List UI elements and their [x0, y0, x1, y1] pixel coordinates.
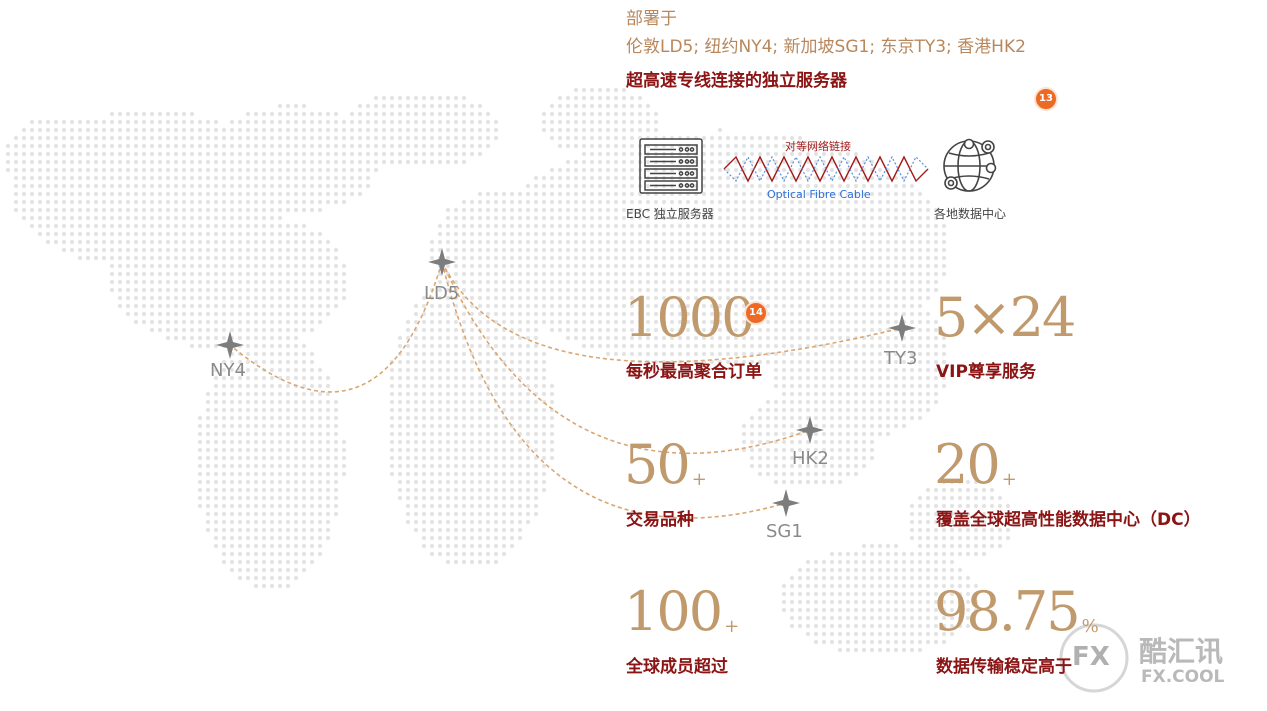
stat-members-label: 全球成员超过 [626, 657, 728, 677]
link-top-label: 对等网络链接 [785, 140, 851, 153]
stat-stability-value: 98.75% [934, 580, 1099, 643]
city-label-ld5: LD5 [424, 283, 460, 304]
badge-14[interactable]: 14 [744, 301, 768, 325]
deploy-subtitle: 超高速专线连接的独立服务器 [626, 71, 847, 91]
stat-dc-value: 20+ [934, 433, 1017, 496]
star-hk2-icon [796, 416, 824, 444]
deploy-heading: 部署于 [626, 9, 677, 29]
watermark-en: FX.COOL [1141, 667, 1225, 687]
city-label-ny4: NY4 [210, 360, 246, 381]
stat-vip-value: 5×24 [934, 286, 1076, 349]
deploy-locations: 伦敦LD5; 纽约NY4; 新加坡SG1; 东京TY3; 香港HK2 [626, 37, 1026, 57]
stat-dc-label: 覆盖全球超高性能数据中心（DC） [936, 510, 1201, 530]
star-ld5-icon [428, 248, 456, 276]
star-sg1-icon [772, 489, 800, 517]
city-label-ty3: TY3 [884, 348, 918, 369]
globe-network-icon [943, 138, 997, 192]
stat-orders-label: 每秒最高聚合订单 [626, 362, 762, 382]
route-ld5-ny4 [229, 261, 443, 393]
star-ny4-icon [216, 331, 244, 359]
route-lines [229, 261, 903, 519]
stat-members-value: 100+ [624, 580, 740, 643]
stat-stability-label: 数据传输稳定高于 [936, 657, 1072, 677]
link-bottom-label: Optical Fibre Cable [767, 188, 871, 201]
watermark-logo [1059, 623, 1129, 693]
route-ld5-ty3 [441, 261, 903, 363]
map-dots [5, 87, 1011, 653]
watermark-fx: FX [1072, 642, 1110, 672]
stat-products-value: 50+ [624, 433, 707, 496]
route-ld5-sg1 [441, 261, 787, 519]
datacenter-label: 各地数据中心 [934, 207, 1007, 221]
stat-vip-label: VIP尊享服务 [936, 362, 1036, 382]
watermark-cn: 酷汇讯 [1139, 635, 1224, 668]
fibre-link-wave [723, 155, 929, 183]
city-label-hk2: HK2 [792, 448, 829, 469]
stat-orders-value: 1000 [624, 286, 755, 349]
server-icon [639, 138, 703, 194]
city-label-sg1: SG1 [766, 521, 803, 542]
route-ld5-hk2 [441, 261, 811, 455]
star-ty3-icon [888, 314, 916, 342]
badge-13[interactable]: 13 [1034, 87, 1058, 111]
server-label: EBC 独立服务器 [626, 207, 714, 221]
stat-products-label: 交易品种 [626, 510, 694, 530]
city-markers [216, 248, 916, 517]
